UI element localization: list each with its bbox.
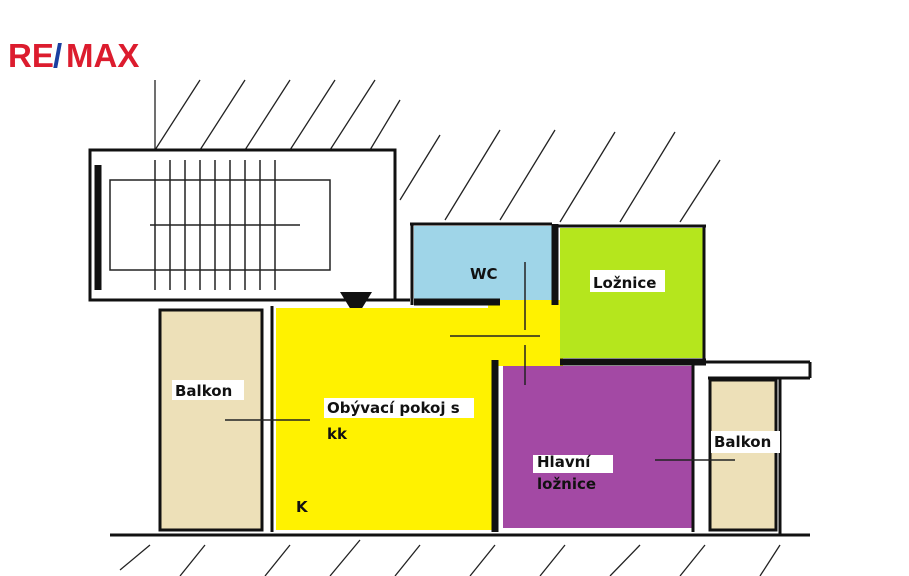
master-bedroom-room: [503, 366, 693, 528]
logo-slash: /: [53, 37, 62, 74]
staircase: [88, 148, 410, 318]
logo-max: MAX: [66, 37, 139, 74]
kitchen-mark: K: [296, 498, 309, 516]
bedroom-label: Ložnice: [593, 274, 656, 292]
balcony-right-room: [708, 378, 778, 532]
logo-re: RE: [8, 37, 54, 74]
master-bedroom-label-line2: ložnice: [537, 475, 596, 493]
balcony-right-label: Balkon: [714, 433, 771, 451]
living-room-label-line1: Obývací pokoj s: [327, 399, 460, 417]
exterior-hatching: [119, 79, 781, 576]
bedroom-room: [560, 228, 704, 358]
master-bedroom-label-line1: Hlavní: [537, 453, 591, 471]
balcony-left-label-text: Balkon: [175, 382, 232, 400]
walls: [110, 222, 812, 537]
wc-room: [414, 226, 552, 300]
wc-label: WC: [470, 265, 498, 283]
living-room-label-line2: kk: [327, 425, 348, 443]
living-room: [276, 308, 492, 530]
remax-logo: RE / MAX: [8, 37, 139, 74]
